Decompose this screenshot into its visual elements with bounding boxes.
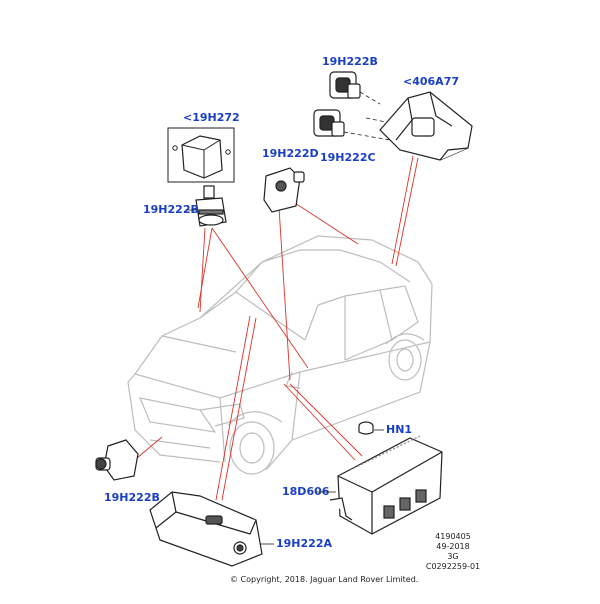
label-18d606: 18D606 — [282, 485, 330, 498]
label-406a77: <406A77 — [403, 75, 459, 88]
label-19h222c: 19H222C — [320, 151, 376, 164]
reference-line-3: 3G — [447, 552, 459, 561]
camera-19h222b-left — [195, 185, 227, 227]
camera-19h222d — [263, 167, 305, 213]
leader-lines — [136, 155, 419, 501]
housing-19h222a — [149, 491, 263, 567]
label-19h222b-bottom: 19H222B — [104, 491, 160, 504]
reference-block: 4190405 49-2018 3G C0292259-01 — [420, 532, 486, 572]
vehicle-illustration — [127, 235, 433, 475]
module-18d606 — [329, 435, 443, 535]
label-19h222b-top: 19H222B — [322, 55, 378, 68]
bracket-406a77 — [379, 91, 473, 161]
camera-19h222b-top — [329, 71, 361, 99]
label-19h222b-left: 19H222B — [143, 203, 199, 216]
copyright-notice: © Copyright, 2018. Jaguar Land Rover Lim… — [230, 575, 419, 584]
dashed-guides — [343, 91, 397, 141]
screw-hn1 — [358, 421, 374, 435]
label-19h222d: 19H222D — [262, 147, 319, 160]
camera-19h222b-bottom — [95, 439, 139, 481]
reference-line-2: 49-2018 — [436, 542, 470, 551]
label-19h272: <19H272 — [183, 111, 240, 124]
label-hn1: HN1 — [386, 423, 413, 436]
sensor-19h272-box — [167, 127, 235, 183]
camera-19h222c — [313, 109, 345, 137]
reference-line-4: C0292259-01 — [425, 562, 481, 571]
reference-line-1: 4190405 — [435, 532, 471, 541]
label-19h222a: 19H222A — [276, 537, 332, 550]
